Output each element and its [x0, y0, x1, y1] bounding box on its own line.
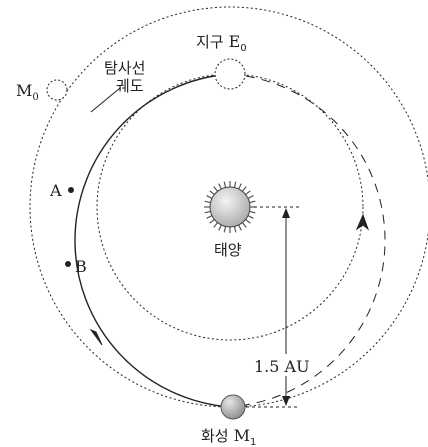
sun-ray	[245, 190, 251, 195]
sun-ray	[233, 226, 237, 233]
sun-rays	[204, 181, 256, 233]
sun-ray	[249, 210, 256, 214]
sun-ray	[204, 200, 211, 204]
sun-ray	[247, 215, 254, 219]
sun-ray	[204, 210, 211, 214]
mars-m1	[220, 394, 246, 420]
sun-ray	[249, 200, 256, 204]
sun-ray	[245, 219, 251, 224]
sun-ray	[213, 186, 218, 192]
probe-orbit-dashed	[229, 73, 386, 408]
probe-direction-arrow	[89, 328, 103, 346]
point-b-label: B	[75, 257, 87, 276]
sun-ray	[233, 181, 237, 188]
sun-ray	[218, 183, 222, 190]
sun-ray	[223, 226, 227, 233]
probe-orbit-leader	[90, 87, 121, 113]
sun-ray	[238, 224, 242, 231]
sun-label: 태양	[214, 241, 242, 259]
sun-ray	[209, 219, 215, 224]
sun-ray	[223, 181, 227, 188]
mars-m0-label: M0	[16, 81, 39, 103]
sun-ray	[242, 222, 247, 228]
distance-arrowhead-up	[282, 208, 290, 218]
probe-orbit-label-line2: 궤도	[116, 77, 144, 95]
sun-ray	[242, 186, 247, 192]
point-a-dot	[68, 187, 74, 193]
distance-label: 1.5 AU	[254, 357, 310, 376]
sun	[209, 186, 251, 228]
sun-ray	[209, 190, 215, 195]
point-b-dot	[65, 261, 71, 267]
sun-ray	[247, 195, 254, 199]
mars-orbit	[29, 6, 428, 408]
mars-m0-marker	[46, 79, 68, 101]
probe-orbit-label-line1: 탐사선	[104, 59, 145, 77]
sun-ray	[213, 222, 218, 228]
sun-ray	[218, 224, 222, 231]
probe-orbit-solid	[74, 73, 231, 408]
distance-arrowhead-down	[282, 396, 290, 406]
sun-ray	[206, 195, 213, 199]
sun-ray	[206, 215, 213, 219]
earth-e0-marker	[214, 58, 246, 90]
sun-ray	[238, 183, 242, 190]
earth-direction-arrow	[355, 213, 370, 231]
point-a-label: A	[49, 181, 62, 200]
